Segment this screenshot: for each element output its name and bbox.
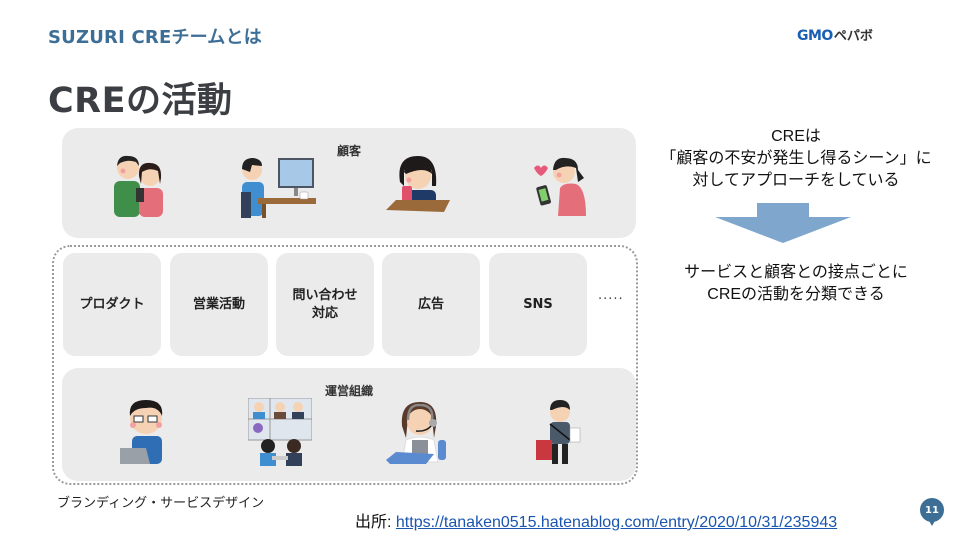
logo-brand: GMO: [797, 28, 833, 44]
customer-panel: 顧客: [62, 128, 636, 238]
section-title: SUZURI CREチームとは: [48, 27, 262, 48]
explanation-top-line3: 対してアプローチをしている: [692, 172, 900, 189]
couple-with-tablet-icon: [114, 155, 163, 217]
explanation-bottom: サービスと顧客との接点ごとに CREの活動を分類できる: [646, 262, 946, 306]
touchpoint-label-line1: 問い合わせ: [292, 287, 358, 303]
logo-sub: ペパボ: [833, 29, 873, 44]
gmo-pepabo-logo: GMOペパボ: [797, 25, 873, 44]
touchpoint-ads: 広告: [382, 253, 480, 356]
salesman-with-bags-icon: [536, 400, 581, 464]
woman-with-phone-heart-icon: [534, 157, 586, 216]
touchpoint-label: プロダクト: [79, 296, 145, 312]
explanation-top-line2: 「顧客の不安が発生し得るシーン」に: [660, 150, 932, 167]
customer-panel-label: 顧客: [336, 144, 361, 158]
page-number-badge: 11: [920, 498, 944, 526]
explanation-top-line1: CREは: [771, 128, 821, 145]
touchpoint-sales: 営業活動: [170, 253, 268, 356]
organization-panel-label: 運営組織: [324, 384, 373, 398]
more-touchpoints-ellipsis: ·····: [598, 292, 624, 307]
source-label: 出所:: [355, 514, 396, 531]
touchpoint-label: 広告: [417, 296, 444, 312]
student-with-phone-icon: [386, 156, 450, 212]
organization-panel: 運営組織: [62, 368, 636, 481]
video-meeting-icon: [248, 398, 312, 466]
down-arrow-icon: [715, 203, 851, 243]
explanation-bottom-line1: サービスと顧客との接点ごとに: [684, 264, 908, 281]
touchpoint-product: プロダクト: [63, 253, 161, 356]
touchpoint-sns: SNS: [489, 253, 587, 356]
explanation-bottom-line2: CREの活動を分類できる: [707, 286, 885, 303]
touchpoint-label: 営業活動: [192, 296, 245, 312]
page-title: CREの活動: [48, 81, 233, 121]
branding-boundary: [52, 245, 638, 485]
touchpoint-support: 問い合わせ 対応: [276, 253, 374, 356]
touchpoint-label: SNS: [523, 296, 553, 312]
engineer-with-laptop-icon: [120, 400, 163, 464]
touchpoint-label-line2: 対応: [311, 305, 338, 321]
source-link[interactable]: https://tanaken0515.hatenablog.com/entry…: [395, 514, 838, 531]
support-operator-icon: [386, 402, 446, 464]
explanation-top: CREは 「顧客の不安が発生し得るシーン」に 対してアプローチをしている: [646, 126, 946, 192]
source-citation: 出所: https://tanaken0515.hatenablog.com/e…: [355, 508, 837, 532]
man-at-computer-icon: [241, 158, 316, 218]
boundary-label: ブランディング・サービスデザイン: [57, 496, 265, 511]
